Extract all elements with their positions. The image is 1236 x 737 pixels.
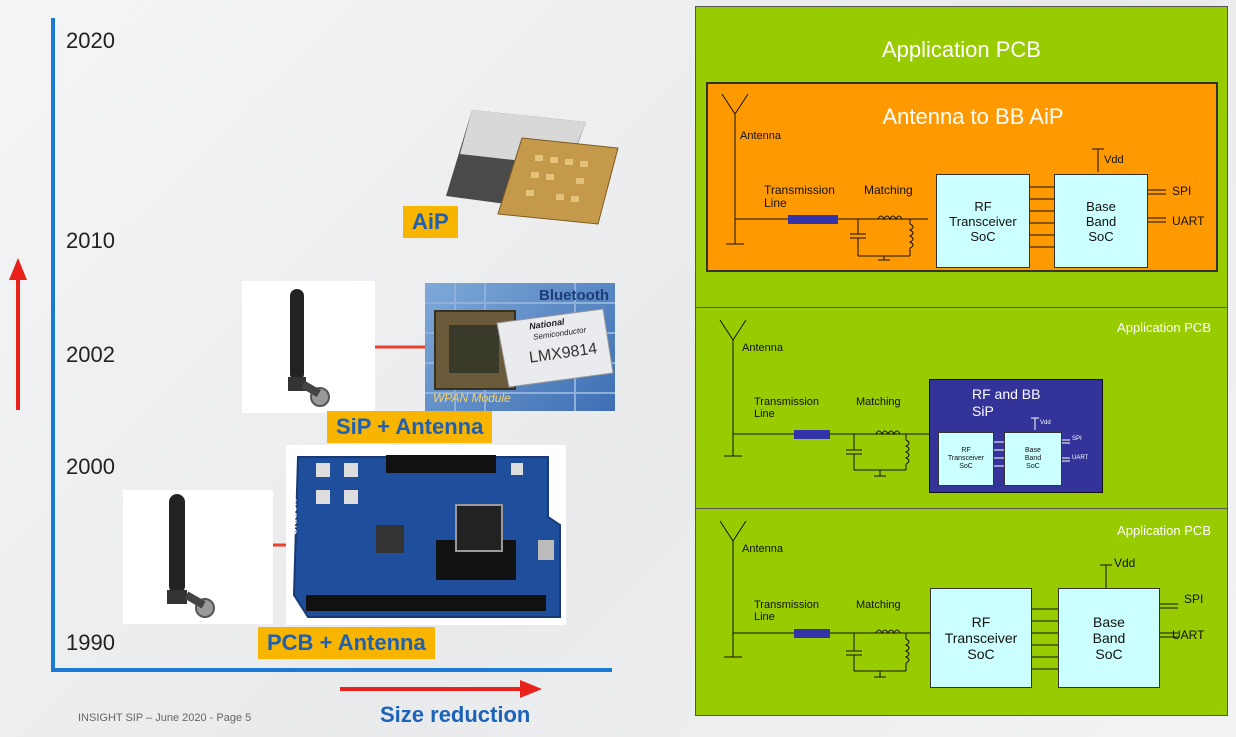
sip-antenna-label: SiP + Antenna [327, 411, 493, 443]
antenna-label: Antenna [742, 342, 783, 354]
transmission-label: Transmission [754, 396, 819, 408]
bottom-diagram-panel: Application PCB Antenna [695, 508, 1228, 716]
bottom-schematic [719, 520, 1178, 678]
pcb-antenna-label: PCB + Antenna [258, 627, 435, 659]
aip-module-image [446, 110, 619, 225]
nordic-text: NORDIC [288, 499, 298, 535]
rf-transceiver-chip: RF Transceiver SoC [930, 588, 1032, 688]
uart-label: UART [1172, 628, 1205, 642]
antenna-label: Antenna [740, 130, 781, 142]
year-2020: 2020 [66, 28, 115, 53]
year-2002: 2002 [66, 342, 115, 367]
transmission-label: Transmission [754, 599, 819, 611]
antenna-icon [288, 289, 330, 407]
timeline-axes [9, 18, 612, 698]
sip-title-1: RF and BB [972, 386, 1041, 402]
antenna-symbol [719, 319, 796, 456]
line-label: Line [754, 408, 775, 420]
year-1990: 1990 [66, 630, 115, 655]
sip-antenna-photo [242, 281, 375, 413]
transmission-line-bar [794, 430, 830, 439]
pcb-board-photo: NORDIC [286, 445, 566, 625]
antenna-symbol [719, 520, 796, 657]
vdd-label: Vdd [1040, 420, 1051, 426]
size-arrow [340, 680, 542, 698]
spi-label: SPI [1172, 184, 1192, 198]
aip-package-box: Antenna to BB AiP [706, 82, 1218, 272]
transmission-line-bar [788, 215, 838, 224]
line-label: Line [764, 196, 787, 210]
uart-label: UART [1172, 214, 1205, 228]
sip-module-photo: Bluetooth National Semiconductor LMX9814… [425, 283, 615, 411]
year-2000: 2000 [66, 454, 115, 479]
aip-label: AiP [403, 206, 458, 238]
matching-label: Matching [856, 599, 901, 611]
time-arrow [9, 258, 27, 410]
rf-transceiver-chip: RF Transceiver SoC [936, 174, 1030, 268]
baseband-chip: Base Band SoC [1004, 432, 1062, 486]
year-2010: 2010 [66, 228, 115, 253]
rf-transceiver-chip: RF Transceiver SoC [938, 432, 994, 486]
matching-label: Matching [864, 183, 913, 197]
spi-label: SPI [1184, 592, 1204, 606]
transmission-label: Transmission [764, 183, 835, 197]
aip-title: Antenna to BB AiP [882, 104, 1064, 129]
uart-label: UART [1072, 455, 1089, 461]
module-text: WPAN Module [433, 391, 511, 405]
top-diagram-panel: Application PCB Antenna to BB AiP [695, 6, 1228, 308]
vdd-label: Vdd [1114, 556, 1136, 570]
antenna-label: Antenna [742, 543, 783, 555]
antenna-icon [167, 494, 215, 618]
sip-title-2: SiP [972, 403, 994, 419]
middle-schematic [719, 319, 936, 477]
transmission-line-bar [794, 629, 830, 638]
matching-label: Matching [856, 396, 901, 408]
middle-diagram-panel: Application PCB Antenna Transmission Lin… [695, 307, 1228, 509]
line-label: Line [754, 611, 775, 623]
spi-label: SPI [1072, 436, 1082, 442]
bluetooth-text: Bluetooth [539, 287, 609, 304]
x-axis-label: Size reduction [380, 702, 531, 727]
baseband-chip: Base Band SoC [1058, 588, 1160, 688]
pcb-antenna-photo [123, 490, 273, 624]
vdd-label: Vdd [1104, 154, 1124, 166]
panel-title: Application PCB [882, 37, 1041, 62]
panel-title: Application PCB [1117, 523, 1211, 538]
rf-bb-sip-box: RF and BB SiP Vdd RF Transceiver SoC Bas… [929, 379, 1103, 493]
panel-title: Application PCB [1117, 320, 1211, 335]
footer: INSIGHT SIP – June 2020 - Page 5 [78, 712, 252, 724]
baseband-chip: Base Band SoC [1054, 174, 1148, 268]
